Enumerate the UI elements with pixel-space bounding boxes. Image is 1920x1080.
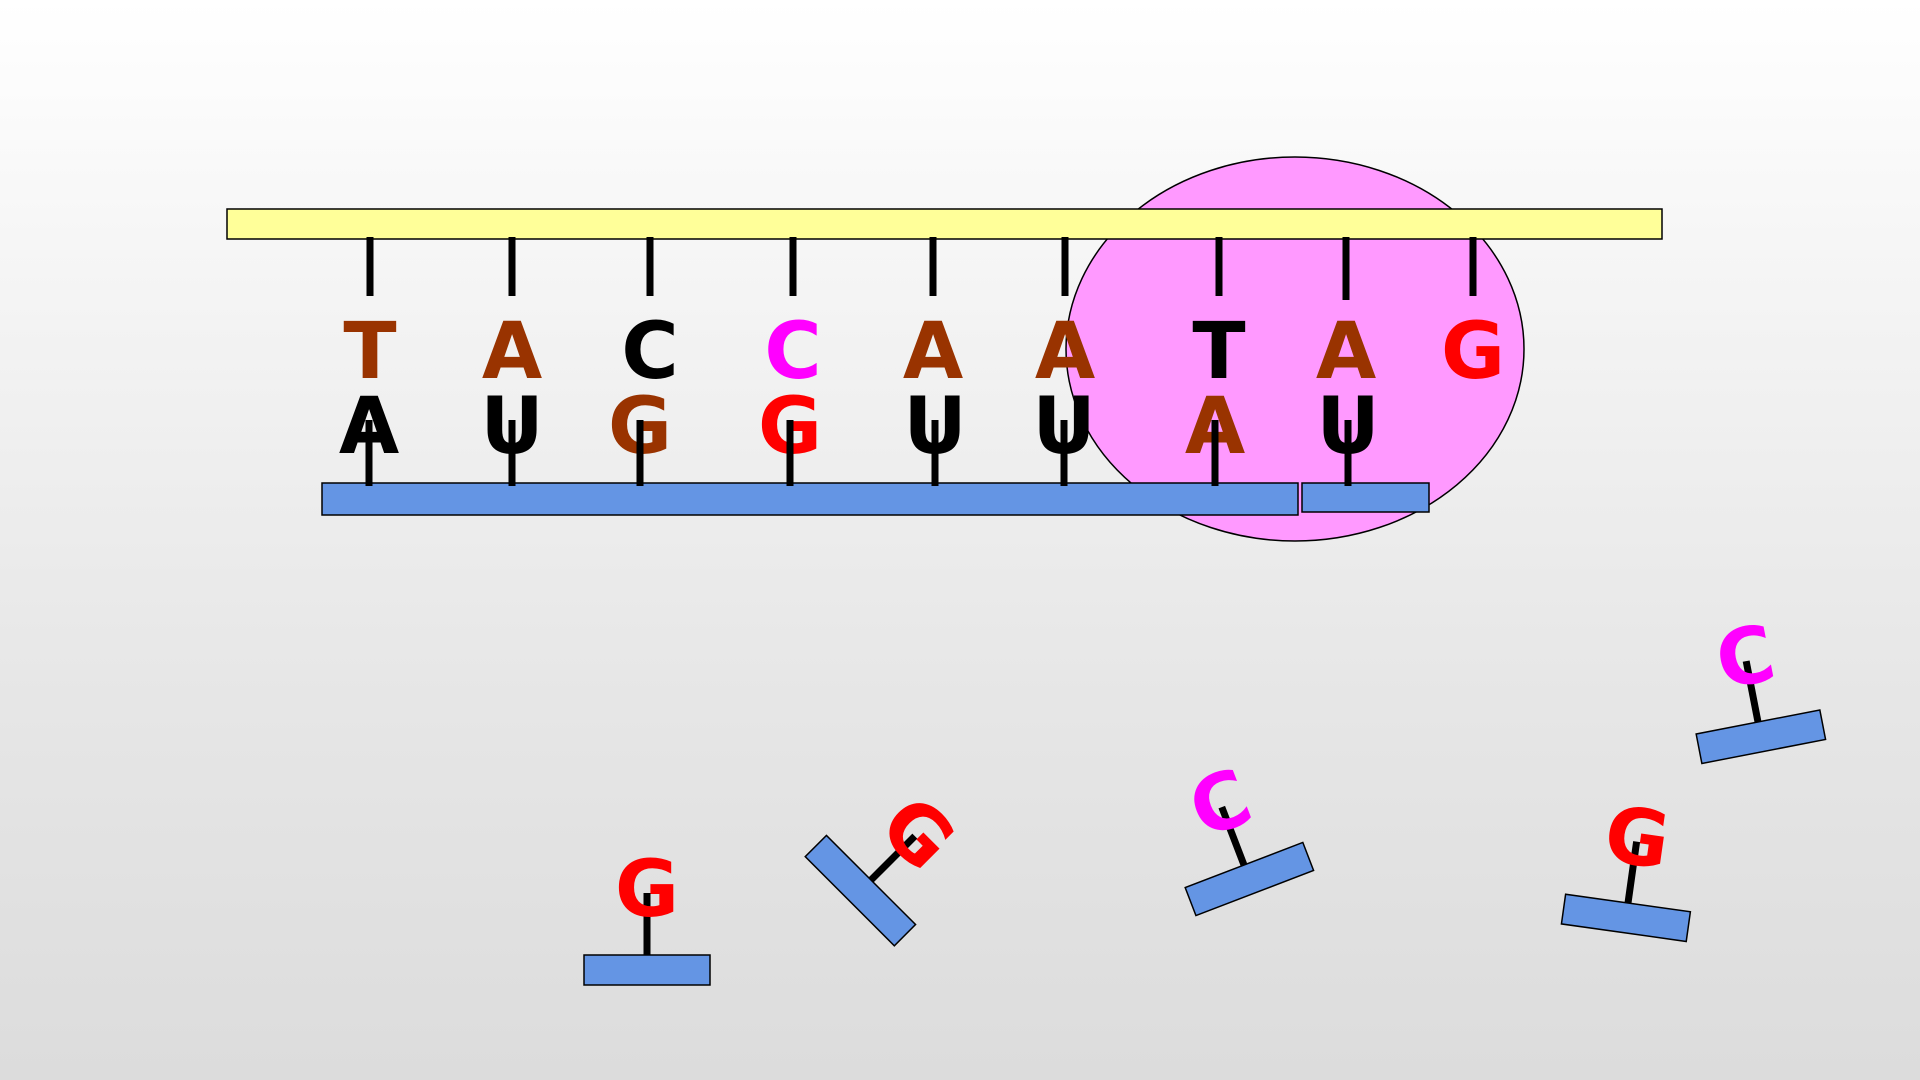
dna-template-backbone <box>226 208 1663 240</box>
template-base-4: A <box>903 307 963 397</box>
free-nucleotide-backbone <box>1695 709 1827 765</box>
free-nucleotide-base-4: C <box>1709 609 1782 708</box>
free-nucleotide-backbone <box>1184 841 1315 917</box>
free-nucleotide-stick <box>1742 660 1762 723</box>
free-nucleotide-backbone <box>583 954 711 986</box>
template-base-2: C <box>621 307 678 397</box>
template-base-8: G <box>1441 307 1505 397</box>
mrna-backbone <box>321 482 1299 516</box>
free-nucleotide-stick <box>1218 805 1248 867</box>
free-nucleotide: G <box>1560 790 1692 943</box>
mrna-backbone-new-segment <box>1301 482 1430 513</box>
free-nucleotide-base-3: G <box>1599 790 1675 888</box>
free-nucleotide: C <box>1178 752 1315 917</box>
free-nucleotide: G <box>804 780 971 947</box>
template-base-6: T <box>1192 307 1245 397</box>
free-nucleotide-base-0: G <box>615 845 679 935</box>
template-base-7: A <box>1316 307 1376 397</box>
free-nucleotide-backbone <box>804 834 917 947</box>
template-base-1: A <box>482 307 542 397</box>
polymerase-ellipse <box>1065 156 1525 542</box>
free-nucleotide-base-2: C <box>1178 752 1264 857</box>
free-nucleotide-stick <box>1624 841 1641 904</box>
template-base-5: A <box>1035 307 1095 397</box>
free-nucleotide: C <box>1695 609 1827 765</box>
free-nucleotide-stick <box>868 833 918 883</box>
free-nucleotide: G <box>583 845 711 986</box>
template-base-3: C <box>764 307 821 397</box>
template-base-0: T <box>343 307 396 397</box>
